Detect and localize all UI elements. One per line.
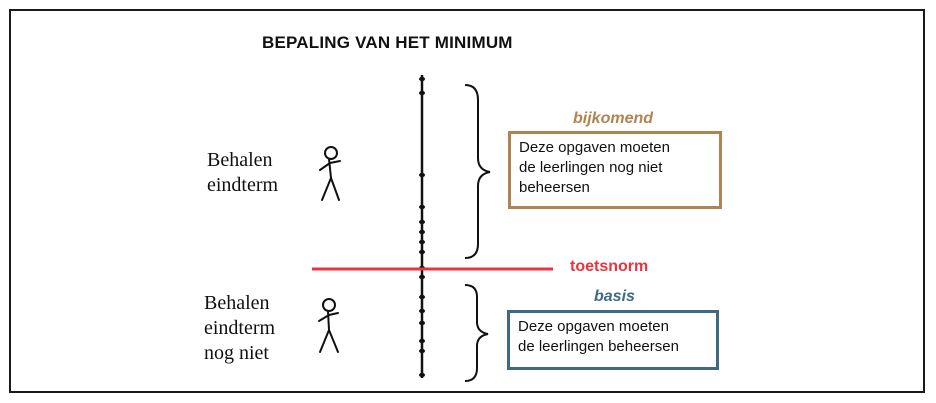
scale-tick: [419, 239, 425, 245]
scale-tick: [419, 274, 425, 280]
scale-tick: [419, 308, 425, 314]
right-brace-icon: [464, 284, 489, 382]
scale-tick: [419, 249, 425, 255]
students-not-yet-label: Behalen eindterm nog niet: [204, 292, 276, 364]
scale-tick: [419, 229, 425, 235]
scale-tick: [419, 372, 425, 378]
students-achieve-label: Behalen eindterm: [207, 149, 279, 196]
scale-tick: [419, 219, 425, 225]
diagram-frame: [9, 9, 925, 393]
scale-ticks: [419, 76, 425, 378]
stick-figure-icon: [319, 146, 341, 201]
scale-tick: [419, 76, 425, 82]
scale-tick: [419, 90, 425, 96]
scale-tick: [419, 204, 425, 210]
bijkomend-label: bijkomend: [573, 110, 654, 127]
scale-tick: [419, 348, 425, 354]
toetsnorm-label: toetsnorm: [570, 258, 649, 275]
diagram-title: BEPALING VAN HET MINIMUM: [262, 33, 513, 52]
bijkomend-box: Deze opgaven moeten de leerlingen nog ni…: [508, 131, 722, 209]
basis-box: Deze opgaven moeten de leerlingen beheer…: [507, 310, 719, 370]
scale-tick: [419, 172, 425, 178]
scale-tick: [419, 338, 425, 344]
basis-label: basis: [594, 288, 635, 305]
stick-figure-icon: [318, 298, 339, 353]
scale-tick: [419, 294, 425, 300]
right-brace-icon: [464, 84, 491, 259]
scale-tick: [419, 320, 425, 326]
